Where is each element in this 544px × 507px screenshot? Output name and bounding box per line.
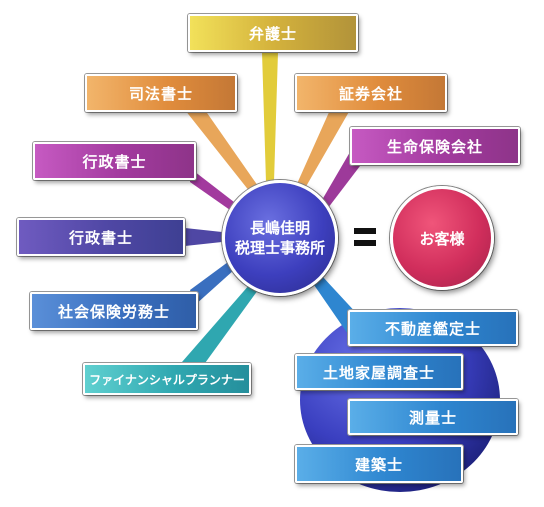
partner-box-shiho-shoshi: 司法書士: [85, 74, 237, 112]
partner-label: 測量士: [408, 408, 457, 427]
center-office-circle: 長嶋佳明 税理士事務所: [222, 180, 338, 296]
partner-box-shoken: 証券会社: [295, 74, 447, 112]
partner-label: 証券会社: [338, 84, 403, 103]
partner-label: 生命保険会社: [386, 137, 483, 156]
connector-fp: [182, 284, 258, 370]
partner-label: 行政書士: [82, 152, 147, 171]
connector-bengoshi: [262, 52, 278, 182]
partner-box-sokuryo: 測量士: [348, 399, 518, 435]
partner-box-tochi-kaoku: 土地家屋調査士: [295, 354, 463, 390]
center-line-2: 税理士事務所: [234, 239, 325, 257]
partner-box-kenchiku: 建築士: [295, 445, 463, 483]
connector-gyosei-2: [185, 228, 222, 246]
partner-box-gyosei-1: 行政書士: [33, 142, 196, 180]
connector-sharoushi: [190, 262, 234, 305]
partner-label: 土地家屋調査士: [322, 363, 435, 382]
partner-box-fudosan: 不動産鑑定士: [348, 310, 518, 346]
partner-box-sharoushi: 社会保険労務士: [30, 292, 198, 330]
partner-label: 司法書士: [128, 84, 193, 103]
partner-label: 不動産鑑定士: [384, 319, 481, 338]
connector-shoken: [296, 110, 350, 190]
client-circle: お客様: [390, 186, 494, 290]
partner-label: 社会保険労務士: [57, 302, 170, 321]
partner-box-gyosei-2: 行政書士: [17, 218, 185, 256]
partner-box-bengoshi: 弁護士: [188, 14, 358, 52]
equals-sign: [354, 218, 376, 258]
center-line-1: 長嶋佳明: [249, 219, 310, 237]
partner-box-seimei: 生命保険会社: [350, 127, 520, 165]
connector-shiho-shoshi: [185, 110, 258, 192]
partner-label: 建築士: [354, 455, 403, 474]
partner-label: ファイナンシャルプランナー: [89, 372, 245, 387]
partner-box-fp: ファイナンシャルプランナー: [83, 363, 251, 395]
client-label: お客様: [419, 229, 465, 248]
partner-label: 行政書士: [68, 228, 133, 247]
connector-seimei: [322, 152, 360, 208]
partner-label: 弁護士: [248, 24, 297, 43]
connector-gyosei-1: [190, 168, 234, 210]
